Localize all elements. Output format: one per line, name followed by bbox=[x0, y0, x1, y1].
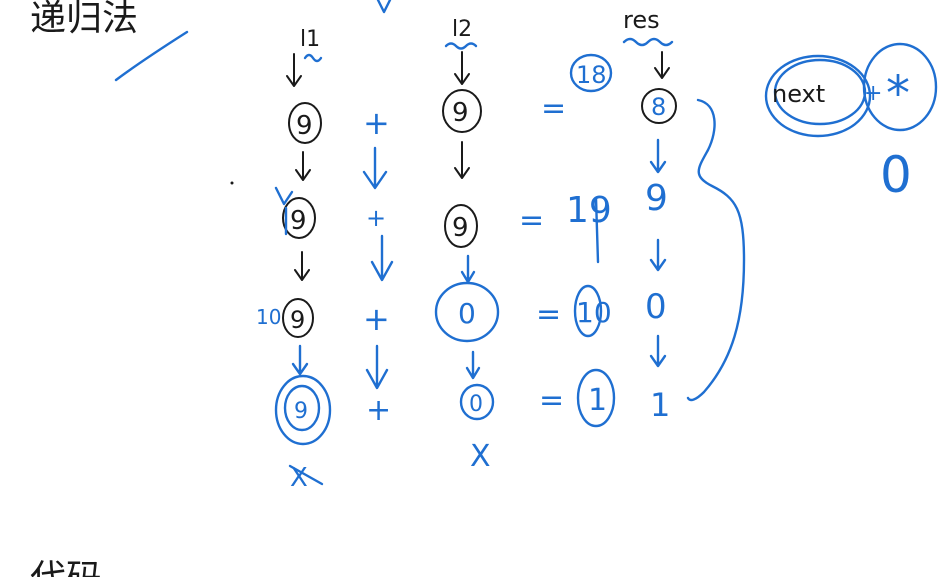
l2-value-2: 0 bbox=[458, 297, 476, 330]
res-arrow-0 bbox=[649, 138, 667, 174]
right-brace bbox=[686, 98, 746, 402]
res-arrow-2 bbox=[649, 334, 667, 368]
title: 递归法 bbox=[30, 0, 138, 39]
sum-0: 18 bbox=[569, 53, 613, 93]
res-value-0: 8 bbox=[651, 93, 666, 121]
l1-node-2: 9 bbox=[282, 298, 314, 338]
plus-0: + bbox=[363, 104, 390, 142]
l2-value-0: 9 bbox=[452, 98, 469, 128]
res-arrow-1 bbox=[649, 238, 667, 272]
l2-arrow-1 bbox=[460, 254, 476, 284]
carry-mark: 10 bbox=[256, 305, 281, 329]
l2-node-2: 0 bbox=[434, 281, 500, 343]
l1-node-1: 9 bbox=[274, 186, 316, 239]
sum-3-value: 1 bbox=[588, 383, 607, 418]
l1-end-value: X bbox=[290, 463, 308, 493]
l1-arrow-2 bbox=[291, 344, 309, 376]
l1-value-0: 9 bbox=[296, 111, 313, 141]
next-label: next bbox=[772, 80, 825, 108]
next-star: * bbox=[886, 66, 910, 122]
l2-squiggle bbox=[444, 42, 478, 50]
eq-1: = bbox=[519, 203, 544, 238]
sum-2: 10 bbox=[573, 284, 612, 338]
l1-label: l1 bbox=[300, 27, 320, 52]
l2-value-1: 9 bbox=[452, 213, 469, 243]
eq-3: = bbox=[539, 383, 564, 418]
l2-arrow-2 bbox=[465, 350, 481, 380]
l2-label: l2 bbox=[452, 17, 472, 42]
l1-arrow-0 bbox=[295, 151, 311, 181]
plus-arrow-1 bbox=[370, 234, 394, 282]
top-stray-arrow bbox=[376, 0, 392, 14]
eq-2: = bbox=[536, 297, 561, 332]
l1-value-3: 9 bbox=[294, 399, 308, 424]
res-value-2: 0 bbox=[645, 287, 667, 327]
res-value-3: 1 bbox=[650, 386, 670, 424]
sum-0-value: 18 bbox=[576, 61, 607, 89]
l1-end-mark: X bbox=[288, 463, 324, 493]
l2-node-1: 9 bbox=[444, 204, 478, 248]
next-box: next + * bbox=[764, 42, 938, 138]
carry-zero: 0 bbox=[880, 146, 912, 204]
title-underline bbox=[114, 30, 189, 82]
l2-node-3: 0 bbox=[459, 383, 495, 421]
bottom-text: 代码 bbox=[30, 558, 102, 577]
l2-arrow-0 bbox=[454, 141, 470, 179]
plus-1: + bbox=[366, 204, 386, 232]
l2-node-0: 9 bbox=[442, 89, 482, 133]
l1-arrow-1 bbox=[294, 251, 310, 281]
plus-2: + bbox=[363, 300, 390, 338]
plus-arrow-0 bbox=[362, 146, 388, 190]
res-node-0: 8 bbox=[641, 88, 677, 124]
next-plus: + bbox=[864, 81, 882, 106]
sum-2-value: 10 bbox=[576, 296, 612, 329]
plus-arrow-2 bbox=[365, 344, 389, 390]
sum-3: 1 bbox=[576, 368, 616, 428]
l1-node-0: 9 bbox=[288, 102, 322, 144]
eq-0: = bbox=[541, 91, 566, 126]
l1-value-2: 9 bbox=[290, 306, 305, 334]
res-value-1: 9 bbox=[645, 178, 668, 219]
plus-3: + bbox=[366, 393, 391, 428]
res-label: res bbox=[623, 6, 660, 34]
sum-1: 19 bbox=[566, 190, 612, 231]
label-arrows bbox=[286, 51, 670, 87]
l1-value-1: 9 bbox=[290, 206, 307, 236]
l2-end-mark: X bbox=[470, 439, 491, 474]
res-squiggle bbox=[622, 37, 674, 47]
l2-value-3: 0 bbox=[469, 392, 483, 417]
l1-squiggle bbox=[303, 53, 323, 63]
l1-node-3: 9 bbox=[274, 374, 332, 446]
stray-dot bbox=[230, 181, 234, 185]
sum-1-arrow bbox=[594, 196, 600, 264]
